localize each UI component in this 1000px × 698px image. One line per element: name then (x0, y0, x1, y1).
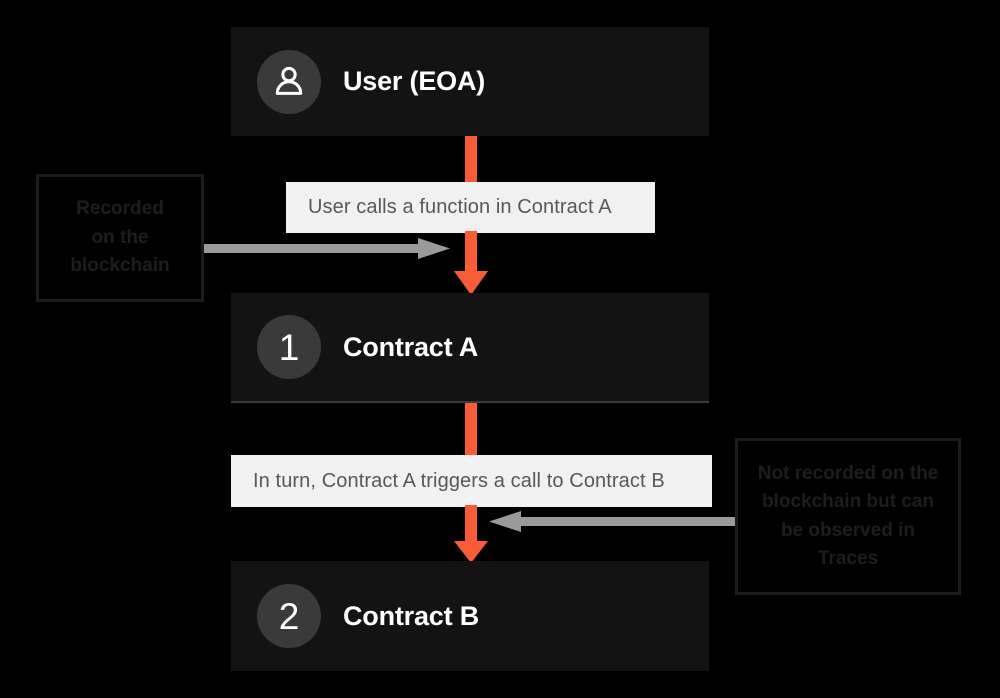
annotation-not-recorded-traces: Not recorded on the blockchain but can b… (735, 438, 961, 595)
user-avatar-badge (257, 49, 321, 114)
pointer-arrow-right-to-flow (485, 507, 735, 535)
caption-2-text: In turn, Contract A triggers a call to C… (253, 469, 665, 492)
arrow-line-icon (465, 136, 477, 184)
connector-contract-a-to-caption-2 (448, 403, 494, 457)
annotation-left-line-2: on the (91, 226, 149, 248)
arrow-line-icon (465, 403, 477, 457)
annotation-right-line-2: blockchain but can (761, 491, 935, 512)
user-icon (275, 66, 303, 95)
annotation-recorded-on-blockchain: Recorded on the blockchain (36, 174, 204, 302)
annotation-right-line-1: Not recorded on the (757, 462, 939, 484)
arrow-down-icon (454, 231, 488, 295)
annotation-left-line-3: blockchain (70, 255, 170, 277)
arrow-down-icon (454, 505, 488, 563)
node-contract-b-label: Contract B (343, 600, 480, 631)
connector-user-to-caption-1 (448, 136, 494, 184)
annotation-left-line-1: Recorded (76, 197, 164, 219)
arrow-right-icon (204, 238, 450, 259)
caption-contract-a-triggers-contract-b: In turn, Contract A triggers a call to C… (231, 455, 712, 507)
node-contract-a[interactable]: 1 Contract A (231, 293, 709, 403)
node-contract-a-label: Contract A (343, 331, 479, 362)
pointer-arrow-left-to-flow (204, 234, 450, 262)
annotation-right-line-4: Traces (817, 548, 879, 569)
contract-b-step-badge: 2 (257, 584, 321, 648)
annotation-right-line-3: be observed in (780, 519, 916, 541)
node-user-eoa[interactable]: User (EOA) (231, 27, 709, 136)
connector-caption-1-to-contract-a (448, 231, 494, 295)
arrow-left-icon (489, 511, 735, 532)
connector-caption-2-to-contract-b (448, 505, 494, 563)
contract-a-step-badge: 1 (257, 315, 321, 379)
caption-user-calls-function: User calls a function in Contract A (286, 182, 655, 233)
caption-1-text: User calls a function in Contract A (308, 196, 612, 218)
node-user-eoa-label: User (EOA) (343, 66, 486, 96)
node-contract-b[interactable]: 2 Contract B (231, 561, 709, 671)
